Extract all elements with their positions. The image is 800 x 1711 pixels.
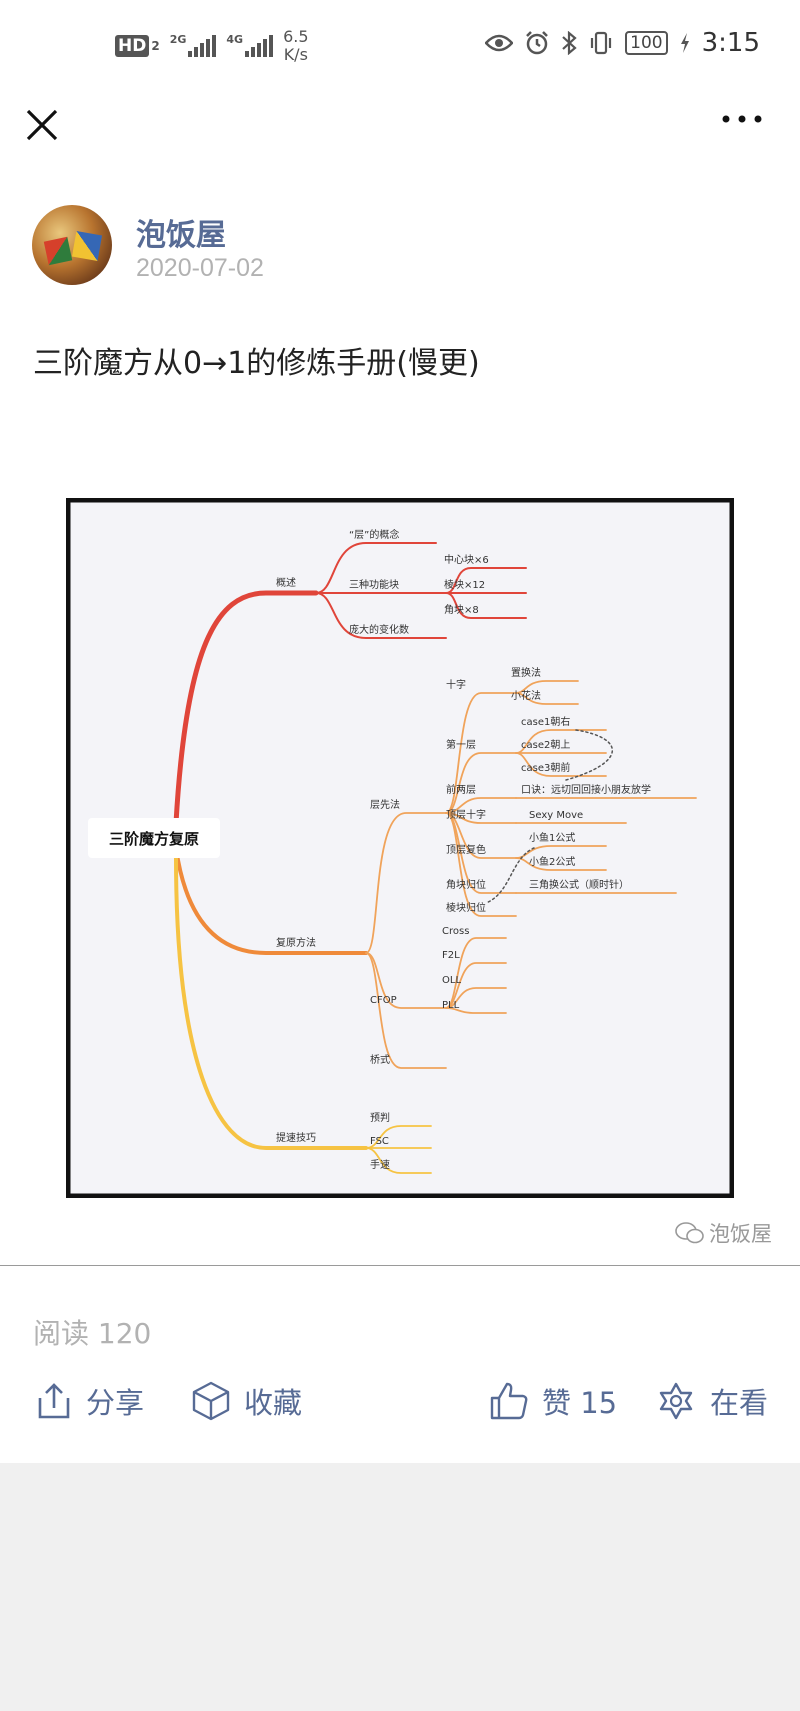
- mm-cross: 十字: [446, 678, 466, 691]
- mm-bridge: 桥式: [370, 1053, 390, 1066]
- mm-speed: 提速技巧: [276, 1131, 316, 1144]
- net-4g-label: 4G: [226, 32, 244, 46]
- favorite-icon: [192, 1381, 230, 1421]
- mm-case2: case2朝上: [521, 739, 570, 751]
- read-count: 阅读 120: [33, 1317, 152, 1350]
- mm-flower: 小花法: [511, 689, 541, 702]
- dotted-arrow-case: [565, 729, 613, 781]
- mm-fish2: 小鱼2公式: [529, 855, 575, 868]
- avatar-cube-2: [71, 230, 103, 262]
- mm-corner: 角块×8: [444, 604, 479, 616]
- bluetooth-icon: [562, 31, 577, 55]
- more-icon[interactable]: [720, 109, 764, 129]
- wechat-icon: [675, 1222, 704, 1244]
- like-button[interactable]: 赞 15: [490, 1378, 617, 1424]
- battery-icon: 100: [625, 31, 668, 55]
- mm-layer-first: 层先法: [370, 798, 400, 811]
- mm-overview: 概述: [276, 576, 296, 589]
- wow-button[interactable]: 在看: [656, 1378, 768, 1424]
- mm-case3: case3朝前: [521, 761, 570, 774]
- mm-hand: 手速: [370, 1158, 390, 1171]
- mm-triangle: 三角换公式（顺时针）: [529, 878, 629, 891]
- action-bar: 分享 收藏 赞 15 在看: [0, 1378, 800, 1438]
- eye-icon: [485, 34, 514, 52]
- charging-icon: [680, 33, 689, 53]
- alarm-icon: [526, 31, 549, 55]
- mm-first-layer: 第一层: [446, 738, 476, 751]
- status-right: 100 3:15: [485, 28, 760, 58]
- wow-label: 在看: [710, 1386, 769, 1420]
- mm-cfop-f2l: F2L: [442, 950, 460, 961]
- dotted-arrow-fish: [485, 847, 535, 904]
- mm-edge-pos: 棱块归位: [446, 901, 486, 914]
- share-button[interactable]: 分享: [36, 1378, 144, 1424]
- mm-fish1: 小鱼1公式: [529, 831, 575, 844]
- watermark: 泡饭屋: [675, 1218, 772, 1248]
- share-label: 分享: [86, 1386, 145, 1420]
- mm-corner-pos: 角块归位: [446, 878, 486, 891]
- divider: [0, 1265, 800, 1266]
- post-date: 2020-07-02: [136, 254, 264, 282]
- mm-top-cross: 顶层十字: [446, 808, 486, 821]
- like-icon: [490, 1382, 528, 1420]
- article-title: 三阶魔方从0→1的修炼手册(慢更): [33, 346, 480, 381]
- mm-fsc: FSC: [370, 1136, 389, 1147]
- wow-icon: [659, 1382, 693, 1420]
- mm-cfop-pll: PLL: [442, 1000, 460, 1011]
- speed-unit: K/s: [283, 45, 308, 64]
- mm-sexy: Sexy Move: [529, 810, 583, 821]
- mm-cfop-cross: Cross: [442, 926, 469, 937]
- mm-three-blocks: 三种功能块: [349, 578, 399, 591]
- share-icon: [38, 1383, 70, 1419]
- mm-edge: 棱块×12: [444, 578, 485, 591]
- branch-overview-line: [173, 590, 319, 826]
- vibrate-icon: [591, 31, 612, 55]
- branch-methods-line: [174, 846, 368, 955]
- mm-methods: 复原方法: [276, 936, 316, 949]
- mm-case1: case1朝右: [521, 715, 570, 728]
- hd-icon: HD: [115, 35, 150, 57]
- mm-top-color: 顶层复色: [446, 843, 486, 856]
- mm-replace: 置换法: [511, 666, 541, 679]
- mm-center: 中心块×6: [444, 553, 489, 566]
- watermark-label: 泡饭屋: [709, 1222, 772, 1246]
- avatar[interactable]: [32, 205, 112, 285]
- favorite-label: 收藏: [244, 1386, 303, 1420]
- author-name[interactable]: 泡饭屋: [136, 218, 226, 253]
- mindmap-root-box: [88, 818, 220, 858]
- branch-speed-line: [174, 856, 368, 1150]
- mindmap-image: 三阶魔方复原 概述 “层”的概念 三种功能块 中心块×6 棱块×12 角块×8 …: [66, 498, 734, 1198]
- signal-icon-2: [245, 35, 274, 57]
- mm-layer-concept: “层”的概念: [349, 528, 399, 541]
- mm-f2l-tip: 口诀：远切回回接小朋友放学: [521, 783, 651, 796]
- speed-value: 6.5: [283, 27, 309, 46]
- close-icon[interactable]: [22, 105, 62, 145]
- net-2g-label: 2G: [169, 32, 187, 46]
- mm-predict: 预判: [370, 1112, 390, 1124]
- mm-cfop: CFOP: [370, 995, 397, 1006]
- mm-cfop-oll: OLL: [442, 975, 461, 986]
- top-bar: [0, 95, 800, 155]
- hd-sub: 2: [151, 39, 160, 53]
- clock: 3:15: [701, 28, 760, 58]
- mm-variations: 庞大的变化数: [349, 623, 409, 636]
- avatar-cube-1: [43, 236, 73, 266]
- signal-icon: [188, 35, 217, 57]
- favorite-button[interactable]: 收藏: [192, 1378, 302, 1424]
- mindmap-root: 三阶魔方复原: [109, 830, 199, 848]
- mm-f2l: 前两层: [446, 783, 476, 796]
- like-label: 赞 15: [542, 1386, 618, 1420]
